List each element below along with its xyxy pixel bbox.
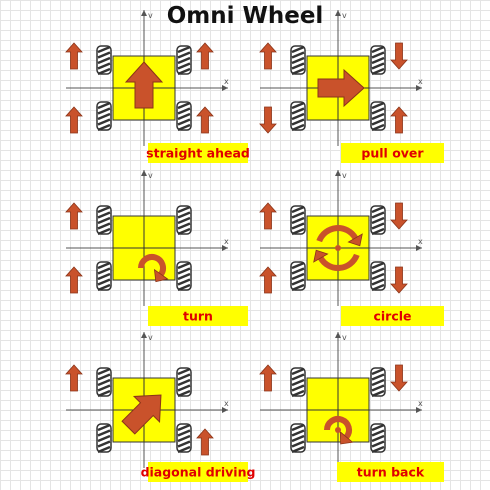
- y-axis-arrowhead: [141, 170, 147, 176]
- omni-wheel-icon: [370, 101, 386, 132]
- rotation-arc-bottom-icon: [318, 253, 360, 271]
- caption-text: circle: [373, 309, 411, 324]
- arrow-up-icon: [196, 428, 214, 456]
- caption-box: [341, 143, 444, 163]
- x-axis-arrowhead: [222, 407, 228, 413]
- caption-box: [148, 306, 248, 326]
- panel-2: x v pull over: [259, 10, 444, 163]
- y-axis-label: v: [148, 333, 153, 342]
- y-axis-arrowhead: [335, 170, 341, 176]
- omni-wheel-icon: [290, 261, 306, 292]
- omni-wheel-icon: [370, 423, 386, 454]
- arrow-up-icon: [65, 42, 83, 70]
- y-axis-arrowhead: [141, 332, 147, 338]
- x-axis-arrowhead: [416, 85, 422, 91]
- caption-box: [341, 306, 444, 326]
- motion-arrow-icon: [124, 61, 164, 109]
- y-axis-label: v: [342, 11, 347, 20]
- omni-wheel-icon: [370, 367, 386, 398]
- x-axis-label: x: [224, 399, 229, 408]
- arrow-up-icon: [65, 202, 83, 230]
- omni-wheel-icon: [370, 205, 386, 236]
- omni-wheel-icon: [290, 205, 306, 236]
- turn-around-arc-icon: [324, 416, 352, 439]
- y-axis-arrowhead: [335, 10, 341, 16]
- omni-wheel-icon: [96, 261, 112, 292]
- x-axis-arrowhead: [222, 85, 228, 91]
- arc-arrow-head-icon: [313, 249, 329, 263]
- y-axis-label: v: [342, 171, 347, 180]
- omni-wheel-icon: [176, 101, 192, 132]
- omni-wheel-icon: [370, 261, 386, 292]
- x-axis-label: x: [418, 237, 423, 246]
- arrow-up-icon: [196, 42, 214, 70]
- omni-wheel-icon: [96, 367, 112, 398]
- arrow-down-icon: [390, 42, 408, 70]
- arrow-down-icon: [259, 106, 277, 134]
- omni-wheel-icon: [96, 423, 112, 454]
- arrow-up-icon: [65, 364, 83, 392]
- panel-3: x v turn: [65, 170, 248, 326]
- arrow-down-icon: [390, 202, 408, 230]
- x-axis-label: x: [224, 237, 229, 246]
- omni-wheel-icon: [290, 45, 306, 76]
- arrow-up-icon: [65, 266, 83, 294]
- x-axis-label: x: [418, 77, 423, 86]
- caption-text: pull over: [361, 146, 424, 161]
- arrow-up-icon: [259, 42, 277, 70]
- omni-wheel-icon: [96, 205, 112, 236]
- arrow-up-icon: [259, 266, 277, 294]
- caption-box: [148, 462, 248, 482]
- omni-wheel-icon: [290, 423, 306, 454]
- caption-text: diagonal driving: [141, 465, 256, 480]
- panel-6: x v turn back: [259, 332, 444, 482]
- y-axis-label: v: [148, 171, 153, 180]
- arrow-up-icon: [196, 106, 214, 134]
- caption-box: [148, 143, 248, 163]
- page-title: Omni Wheel: [166, 3, 324, 29]
- rotation-arc-icon: [138, 254, 166, 277]
- omni-wheel-icon: [176, 261, 192, 292]
- rotation-arc-top-icon: [316, 225, 358, 243]
- arrow-down-icon: [390, 364, 408, 392]
- arrow-up-icon: [259, 202, 277, 230]
- omni-wheel-icon: [176, 205, 192, 236]
- caption-text: turn: [183, 309, 213, 324]
- pivot-point: [335, 427, 341, 433]
- omni-wheel-icon: [176, 367, 192, 398]
- panel-4: x v circle: [259, 170, 444, 326]
- x-axis-arrowhead: [222, 245, 228, 251]
- omni-wheel-icon: [290, 367, 306, 398]
- y-axis-arrowhead: [141, 10, 147, 16]
- arc-arrow-head-icon: [153, 268, 169, 283]
- omni-wheel-icon: [176, 45, 192, 76]
- y-axis-label: v: [342, 333, 347, 342]
- omni-wheel-icon: [290, 101, 306, 132]
- y-axis-arrowhead: [335, 332, 341, 338]
- omni-wheel-icon: [370, 45, 386, 76]
- caption-box: [337, 462, 444, 482]
- panel-1: x v straight ahead: [65, 10, 250, 163]
- motion-arrow-icon: [121, 394, 162, 435]
- panel-5: x v diagonal driving: [65, 332, 256, 482]
- omni-wheel-icon: [176, 423, 192, 454]
- omni-wheel-icon: [96, 101, 112, 132]
- motion-arrow-icon: [317, 68, 365, 108]
- x-axis-label: x: [224, 77, 229, 86]
- arc-arrow-head-icon: [347, 233, 363, 247]
- arrow-up-icon: [390, 106, 408, 134]
- arc-arrow-head-icon: [339, 431, 354, 445]
- caption-text: straight ahead: [146, 146, 250, 161]
- caption-text: turn back: [357, 465, 425, 480]
- y-axis-label: v: [148, 11, 153, 20]
- x-axis-arrowhead: [416, 245, 422, 251]
- omni-wheel-icon: [96, 45, 112, 76]
- arrow-down-icon: [390, 266, 408, 294]
- rotation-center-point: [335, 245, 341, 251]
- x-axis-arrowhead: [416, 407, 422, 413]
- arrow-up-icon: [259, 364, 277, 392]
- arrow-up-icon: [65, 106, 83, 134]
- x-axis-label: x: [418, 399, 423, 408]
